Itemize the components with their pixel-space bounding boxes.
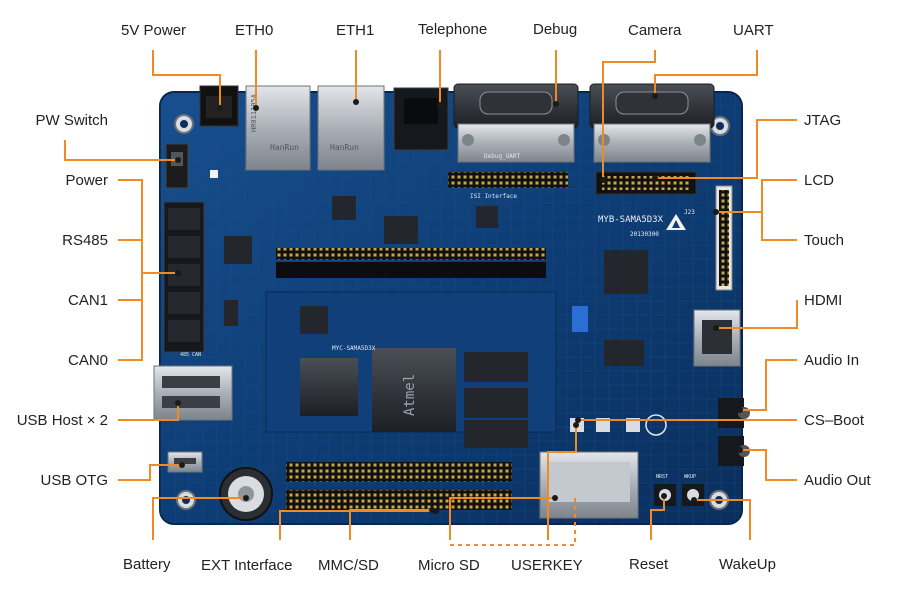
micro-sd-slot — [539, 451, 639, 519]
label-eth1: ETH1 — [336, 22, 375, 39]
label-debug: Debug — [533, 21, 578, 38]
label-uart: UART — [733, 22, 774, 39]
leader-uart — [654, 50, 758, 96]
audio-in-jack — [718, 398, 750, 428]
label-reset: Reset — [629, 556, 669, 573]
lcd-touch-connector — [715, 185, 733, 291]
board-model-silkscreen: MYB-SAMA5D3X 20130300 J23 — [598, 209, 695, 238]
leader-wakeup — [694, 499, 751, 540]
svg-text:HanRun: HanRun — [270, 143, 299, 152]
leader-camera — [602, 50, 656, 180]
leader-usb-host — [118, 403, 179, 421]
leader-lcd — [716, 179, 797, 213]
leader-hdmi — [716, 300, 798, 329]
svg-text:NRST: NRST — [656, 474, 668, 480]
label-can1: CAN1 — [67, 292, 108, 309]
leader-micro-sd — [449, 497, 555, 540]
leader-can0 — [118, 273, 143, 361]
label-power-5v: 5V Power — [121, 22, 187, 39]
leader-touch — [761, 212, 797, 241]
battery-holder — [219, 467, 273, 521]
ext-interface-header — [286, 462, 512, 510]
leader-battery — [152, 497, 246, 540]
camera-header: ISI Interface — [448, 172, 568, 200]
callout-dots — [175, 93, 743, 514]
leader-micro-sd-dash — [450, 498, 576, 546]
svg-text:HanRun: HanRun — [330, 143, 359, 152]
eth1-jack: HanRun — [317, 85, 385, 171]
leader-audio-in — [740, 359, 797, 411]
label-ext-interface: EXT Interface — [201, 557, 293, 574]
svg-text:HR911105A: HR911105A — [250, 93, 258, 132]
leader-audio-out — [740, 449, 797, 481]
power-switch — [165, 143, 189, 189]
terminal-block: 485 CAN — [163, 201, 205, 358]
label-audio-in: Audio In — [804, 352, 860, 369]
uart-db9 — [589, 83, 715, 163]
leader-power — [118, 179, 178, 274]
leader-reset — [650, 496, 665, 540]
label-power: Power — [65, 172, 108, 189]
jtag-header — [595, 171, 697, 195]
label-userkey: USERKEY — [511, 557, 583, 574]
usb-otg-port — [167, 451, 203, 473]
usb-host-port — [153, 365, 233, 421]
svg-text:Atmel: Atmel — [402, 374, 418, 416]
misc-chips — [224, 196, 648, 366]
svg-text:485 CAN: 485 CAN — [180, 352, 201, 358]
label-mmc-sd: MMC/SD — [318, 557, 379, 574]
leader-jtag — [655, 119, 797, 179]
svg-text:WKUP: WKUP — [684, 474, 696, 480]
label-camera: Camera — [628, 22, 682, 39]
label-rs485: RS485 — [62, 232, 108, 249]
debug-db9: Debug_UART — [453, 83, 579, 163]
label-audio-out: Audio Out — [804, 472, 871, 489]
label-can0: CAN0 — [67, 352, 108, 369]
label-telephone: Telephone — [418, 21, 488, 38]
leader-usb-otg — [118, 464, 182, 481]
label-pw-switch: PW Switch — [35, 112, 108, 129]
label-usb-otg: USB OTG — [40, 472, 108, 489]
label-usb-host: USB Host × 2 — [16, 412, 108, 429]
label-hdmi: HDMI — [804, 292, 843, 309]
label-lcd: LCD — [804, 172, 835, 189]
leader-userkey — [547, 425, 577, 540]
leader-mmc-sd — [349, 509, 432, 540]
label-jtag: JTAG — [804, 112, 842, 129]
svg-text:MYC-SAMA5D3X: MYC-SAMA5D3X — [332, 345, 376, 352]
power-led — [210, 170, 218, 178]
callout-lines — [64, 50, 798, 546]
leader-pw-switch — [64, 140, 178, 161]
hdmi-port — [693, 309, 741, 367]
label-cs-boot: CS–Boot — [804, 412, 865, 429]
svg-text:MYB-SAMA5D3X: MYB-SAMA5D3X — [598, 215, 664, 225]
svg-text:Debug_UART: Debug_UART — [484, 153, 521, 160]
label-eth0: ETH0 — [235, 22, 274, 39]
svg-text:J23: J23 — [684, 209, 695, 216]
label-micro-sd: Micro SD — [418, 557, 480, 574]
svg-text:ISI Interface: ISI Interface — [470, 193, 517, 200]
label-touch: Touch — [804, 232, 845, 249]
leader-power-5v — [152, 50, 221, 108]
svg-text:20130300: 20130300 — [630, 231, 659, 238]
core-module: Atmel MYC-SAMA5D3X — [265, 248, 557, 448]
label-wakeup: WakeUp — [719, 556, 776, 573]
label-battery: Battery — [123, 556, 171, 573]
